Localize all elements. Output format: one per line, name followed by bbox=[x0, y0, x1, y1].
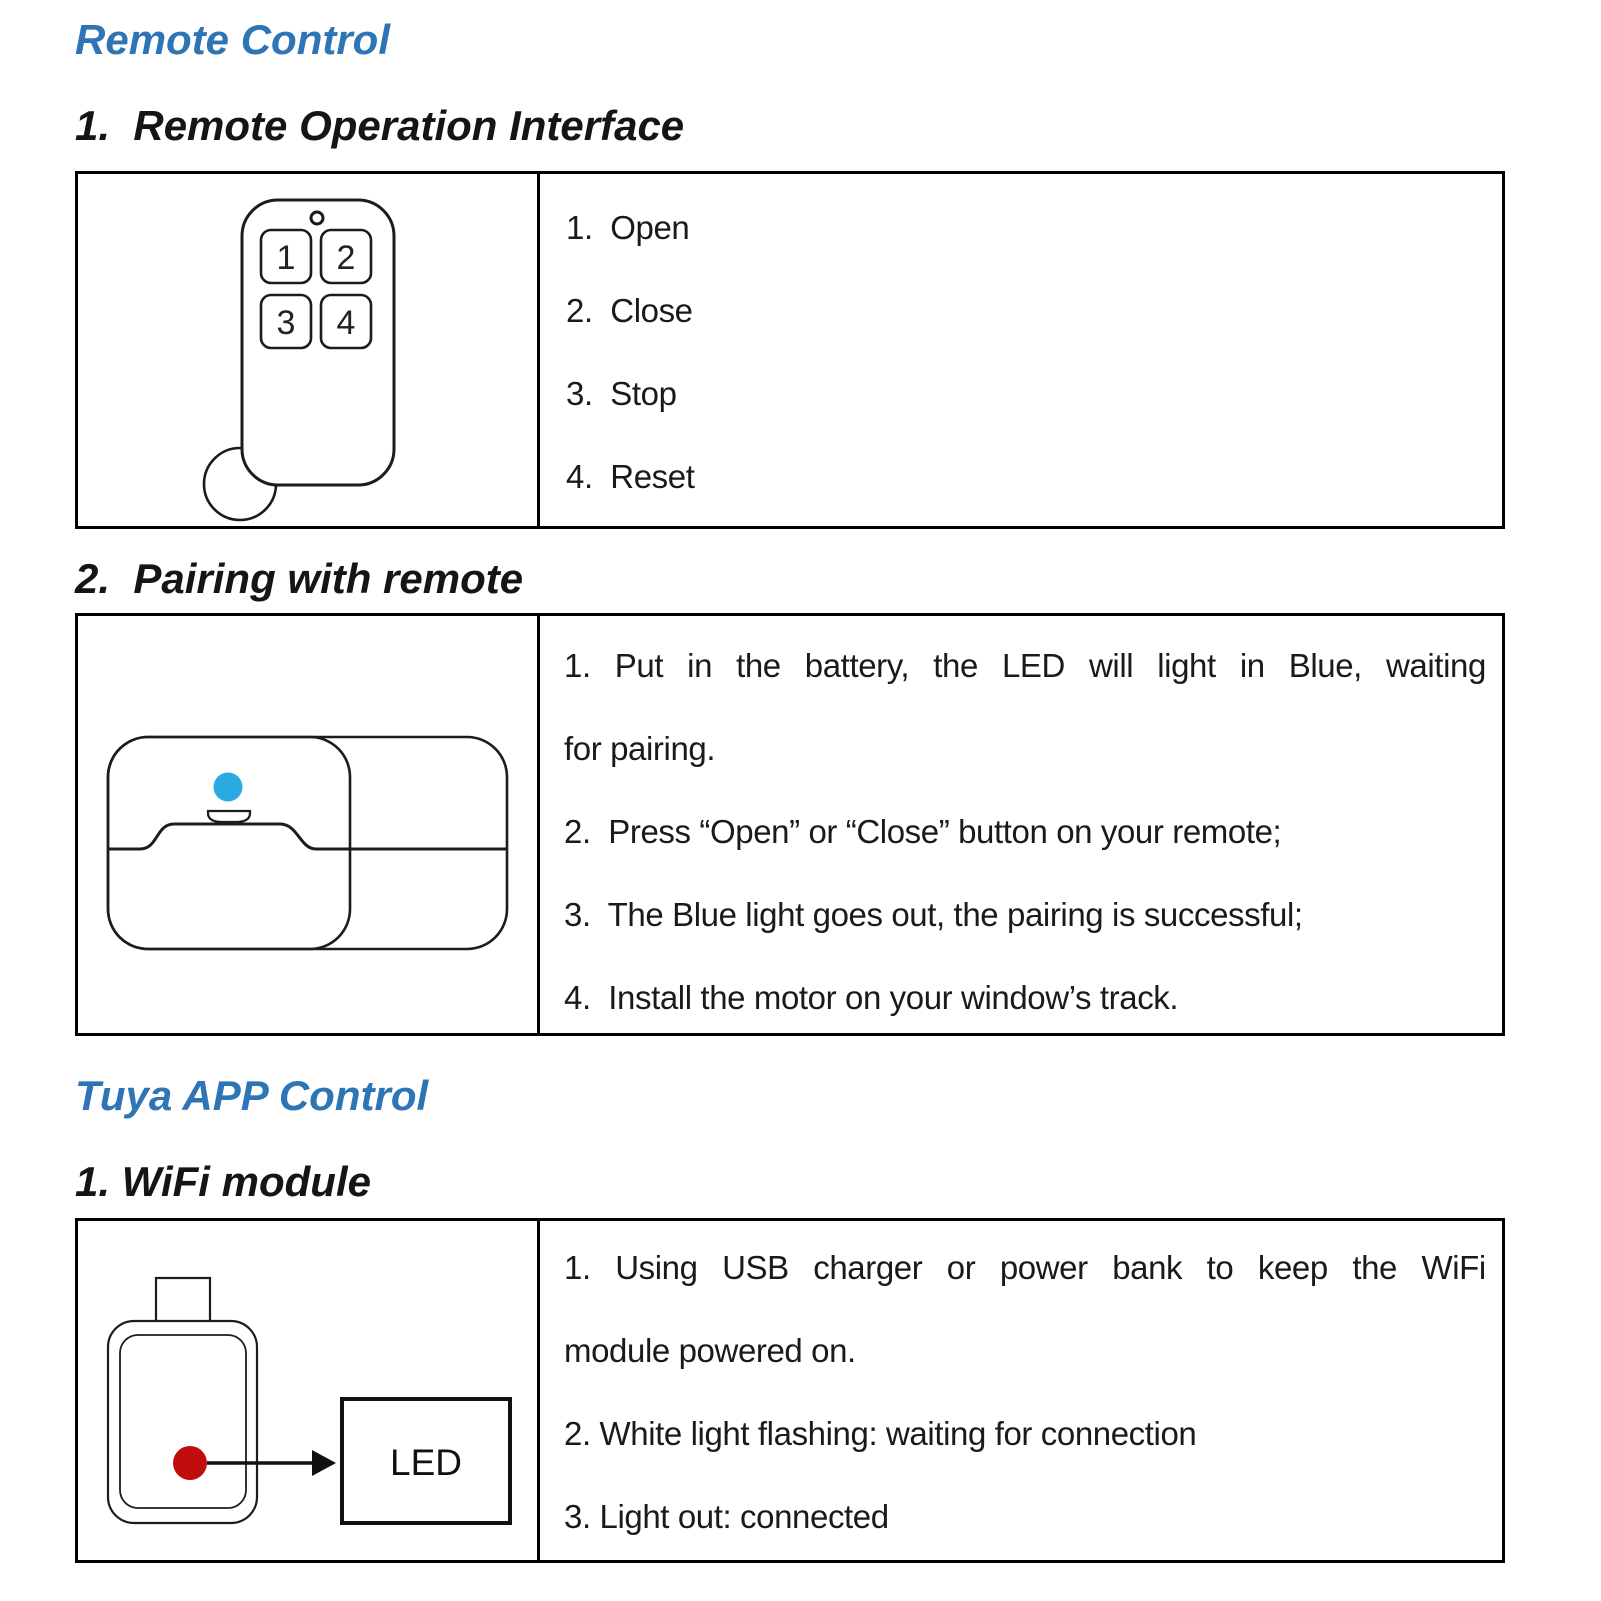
motor-seam-line bbox=[108, 822, 507, 851]
led-callout-box bbox=[340, 1397, 512, 1526]
remote-led-icon bbox=[309, 210, 325, 226]
section-title-tuya-app-control: Tuya APP Control bbox=[75, 1071, 429, 1119]
list-item: 3. Light out: connected bbox=[564, 1498, 889, 1536]
list-item: 3. The Blue light goes out, the pairing … bbox=[564, 895, 1303, 933]
arrow-head-icon bbox=[312, 1450, 336, 1477]
list-item: 4. Reset bbox=[566, 457, 695, 495]
led-callout-label: LED bbox=[390, 1442, 462, 1483]
usb-connector bbox=[154, 1277, 212, 1326]
heading-remote-operation-interface: 1. Remote Operation Interface bbox=[75, 102, 685, 150]
remote-control-diagram: 1 2 3 4 bbox=[202, 198, 396, 521]
motor-body bbox=[106, 735, 509, 951]
wifi-module-diagram: LED bbox=[106, 1277, 512, 1526]
blue-led-dot-icon bbox=[213, 772, 243, 802]
remote-button-4 bbox=[319, 293, 373, 349]
remote-button-3 bbox=[259, 293, 313, 349]
motor-diagram-cell bbox=[78, 616, 537, 1033]
list-item: module powered on. bbox=[564, 1332, 856, 1370]
list-item: 4. Install the motor on your window’s tr… bbox=[564, 978, 1179, 1016]
remote-button-2-label: 2 bbox=[337, 239, 356, 277]
remote-button-3-label: 3 bbox=[277, 304, 296, 342]
remote-button-4-label: 4 bbox=[337, 304, 356, 342]
heading-pairing-with-remote: 2. Pairing with remote bbox=[75, 554, 524, 602]
remote-button-1-label: 1 bbox=[277, 239, 296, 277]
wifi-diagram-cell: LED bbox=[78, 1221, 537, 1560]
remote-diagram-cell: 1 2 3 4 bbox=[78, 174, 537, 526]
remote-interface-table: 1 2 3 4 1. Open 2. Close 3. Stop 4. Reset bbox=[75, 170, 1505, 529]
motor-diagram bbox=[106, 735, 509, 951]
heading-wifi-module: 1. WiFi module bbox=[75, 1158, 371, 1206]
list-item: 1. Open bbox=[566, 208, 690, 246]
remote-button-1 bbox=[259, 228, 313, 284]
wifi-module-inner-panel bbox=[119, 1334, 247, 1510]
motor-head-section bbox=[106, 735, 352, 951]
list-item: 2. White light flashing: waiting for con… bbox=[564, 1415, 1197, 1453]
list-item: 2. Close bbox=[566, 291, 693, 329]
motor-button bbox=[206, 809, 252, 823]
section-title-remote-control: Remote Control bbox=[75, 16, 390, 63]
wifi-module-body bbox=[106, 1320, 259, 1525]
list-item: 2. Press “Open” or “Close” button on you… bbox=[564, 812, 1282, 850]
remote-functions-list: 1. Open 2. Close 3. Stop 4. Reset bbox=[537, 173, 1502, 526]
red-led-dot-icon bbox=[173, 1446, 207, 1481]
remote-button-2 bbox=[319, 228, 373, 284]
list-item: 3. Stop bbox=[566, 374, 677, 412]
list-item: for pairing. bbox=[564, 729, 716, 767]
